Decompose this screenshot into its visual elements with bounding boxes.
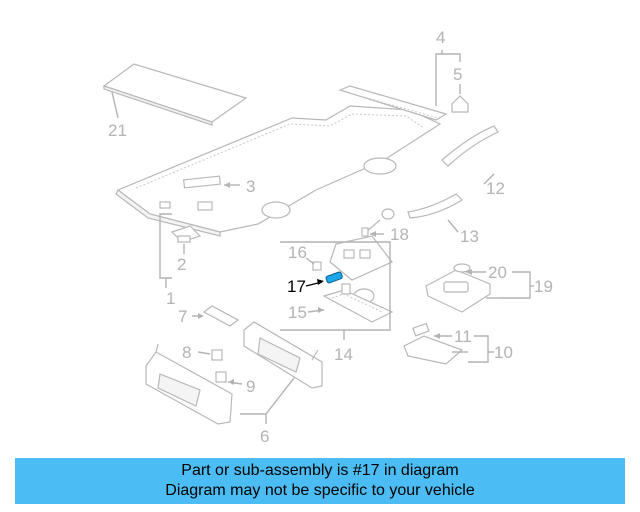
part-14-console [312,235,394,323]
banner-line-1: Part or sub-assembly is #17 in diagram [181,462,459,479]
banner-line-2: Diagram may not be specific to your vehi… [165,482,475,499]
leader-4b [442,53,461,62]
leader-14-box [280,241,391,331]
info-banner: Part or sub-assembly is #17 in diagram D… [15,458,625,504]
callout-10: 10 [494,343,513,362]
part-5-clip [451,95,469,113]
callout-1: 1 [166,289,175,308]
leader-16 [305,257,315,265]
callout-3: 3 [246,177,255,196]
callout-18: 18 [390,225,409,244]
callout-6: 6 [260,427,269,446]
callout-14: 14 [334,345,353,364]
callout-2: 2 [177,255,186,274]
callout-20: 20 [488,263,507,282]
leader-10-box [468,335,489,363]
callout-5: 5 [453,65,462,84]
part-7-clip [202,305,240,327]
part-6-visor-right [243,321,323,389]
part-17-highlighted [325,271,343,284]
leader-21 [111,91,119,119]
leader-4 [435,50,443,106]
leader-8 [197,351,211,355]
part-13-handle [407,193,463,219]
part-8-holder [211,349,223,361]
leader-13 [447,219,459,233]
callout-11: 11 [454,327,472,346]
part-2-clip [170,225,202,243]
part-21-panel [102,63,248,126]
part-12-handle [441,125,499,167]
part-4-rail [338,85,448,121]
callout-7: 7 [178,307,187,326]
callout-4: 4 [436,28,445,47]
callout-13: 13 [460,227,479,246]
callout-8: 8 [182,343,191,362]
callout-15: 15 [288,303,307,322]
part-18-wire [361,208,395,237]
leader-19-box [500,271,531,299]
callout-17: 17 [287,277,306,296]
callout-9: 9 [246,377,255,396]
callout-16: 16 [288,243,307,262]
callout-12: 12 [486,179,505,198]
part-6-visor-left [145,343,233,425]
callout-21: 21 [108,121,127,140]
part-1-headliner [115,105,442,237]
part-9-holder [215,371,227,383]
parts-diagram: 21 1 3 2 4 5 12 1 [102,28,553,446]
part-19-lamp [425,263,491,313]
part-10-lamp [403,322,464,365]
leader-12 [483,173,495,185]
callout-19: 19 [534,277,553,296]
